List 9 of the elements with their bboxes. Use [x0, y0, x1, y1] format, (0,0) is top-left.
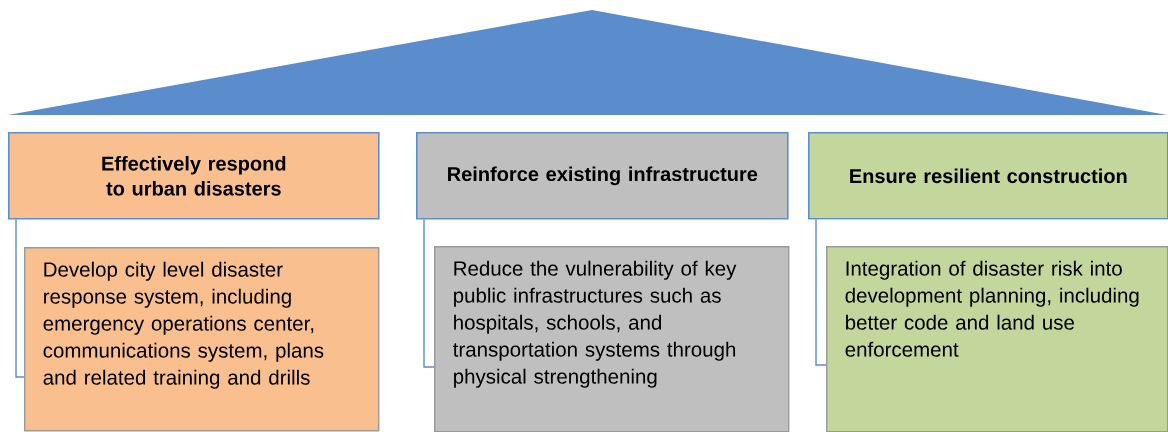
text-box: Integration of disaster risk into development planning, including better code and land use enforcement	[826, 246, 1168, 432]
connector-line	[15, 218, 25, 378]
connector-line	[423, 218, 435, 368]
text-box: Reduce the vulnerability of key public infrastructures such as hospitals, schools, and transportation systems through physical strengthening	[434, 246, 790, 432]
connector-line	[815, 218, 827, 366]
heading-box: Ensure resilient construction	[808, 132, 1168, 220]
text-box: Develop city level disaster response system, including emergency operations center, communications system, plans and related training and drills	[24, 247, 380, 432]
heading-box: Effectively respond to urban disasters	[8, 132, 380, 220]
heading-box: Reinforce existing infrastructure	[416, 132, 789, 220]
